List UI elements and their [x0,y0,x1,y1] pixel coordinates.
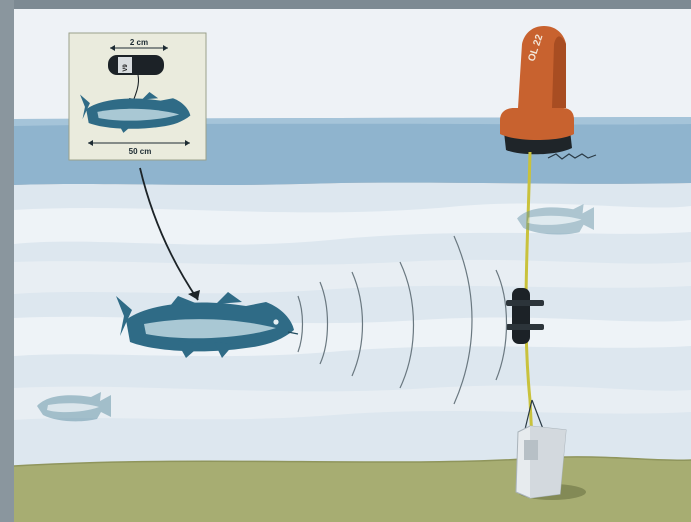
buoy-mast-shade [552,36,566,108]
fish-length-label: 50 cm [129,147,152,156]
buoy-body [500,108,574,140]
tag-dimension-inset: 2 cm V9 50 cm [69,33,206,160]
acoustic-tag-icon: V9 [108,55,164,75]
seabed [14,457,691,522]
photo-backdrop-left [0,0,14,522]
tag-text: V9 [123,64,129,72]
tag-length-label: 2 cm [130,38,148,47]
